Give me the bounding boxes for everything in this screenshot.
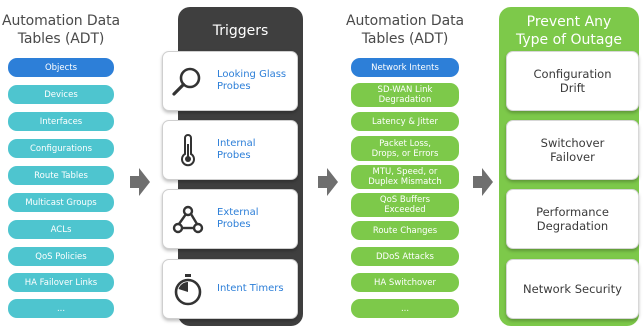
outage-title-line1: Prevent Any bbox=[526, 14, 612, 30]
pill-line1: Latency & Jitter bbox=[372, 116, 438, 127]
adt-left-item-devices[interactable]: Devices bbox=[8, 85, 114, 104]
pill-line1: Route Changes bbox=[372, 225, 438, 236]
flow-arrow-1 bbox=[130, 168, 150, 196]
adt-left-title: Automation Data Tables (ADT) bbox=[0, 12, 122, 48]
adt-left-item-qos-policies[interactable]: QoS Policies bbox=[8, 247, 114, 266]
outage-card-network-security[interactable]: Network Security bbox=[506, 259, 639, 319]
pill-line2: Exceeded bbox=[384, 205, 426, 215]
pill-line1: HA Switchover bbox=[374, 277, 436, 288]
trigger-card-internal[interactable]: Internal Probes bbox=[162, 120, 298, 180]
magnifying-glass-icon bbox=[172, 67, 201, 96]
adt-left-item-acls[interactable]: ACLs bbox=[8, 220, 114, 239]
pill-line1: MTU, Speed, or bbox=[372, 167, 438, 177]
outage-label-line1: Network Security bbox=[523, 282, 622, 296]
trigger-card-external[interactable]: External Probes bbox=[162, 189, 298, 249]
trigger-label-line1: External bbox=[217, 207, 259, 218]
adt-right-item-ha-switchover[interactable]: HA Switchover bbox=[351, 273, 459, 292]
trigger-label-line2: Probes bbox=[217, 81, 251, 92]
adt-right-item-network-intents[interactable]: Network Intents bbox=[351, 58, 459, 77]
outage-label-line1: Switchover bbox=[540, 136, 605, 150]
outage-label-line1: Configuration bbox=[533, 67, 612, 81]
adt-left-item-more[interactable]: ... bbox=[8, 299, 114, 318]
trigger-label-looking-glass: Looking Glass Probes bbox=[217, 52, 295, 110]
triggers-title: Triggers bbox=[212, 23, 269, 39]
adt-left-title-line1: Automation Data bbox=[2, 13, 120, 29]
webhook-icon bbox=[172, 205, 204, 234]
pill-line1: Packet Loss, bbox=[379, 138, 431, 149]
trigger-label-line1: Internal bbox=[217, 138, 256, 149]
outage-label-line2: Drift bbox=[559, 81, 586, 95]
outage-label-line2: Failover bbox=[550, 150, 595, 164]
adt-left-item-ha-failover-links[interactable]: HA Failover Links bbox=[8, 273, 114, 292]
outage-title-line2: Type of Outage bbox=[515, 32, 622, 48]
trigger-label-intent-timers: Intent Timers bbox=[217, 260, 295, 318]
adt-left-item-multicast-groups[interactable]: Multicast Groups bbox=[8, 193, 114, 212]
adt-right-item-route-changes[interactable]: Route Changes bbox=[351, 221, 459, 240]
adt-right-item-latency-jitter[interactable]: Latency & Jitter bbox=[351, 112, 459, 131]
pill-line1: Network Intents bbox=[371, 62, 439, 73]
thermometer-icon bbox=[181, 134, 195, 167]
trigger-label-line2: Probes bbox=[217, 150, 251, 161]
outage-label-line2: Degradation bbox=[536, 219, 609, 233]
pill-line1: ... bbox=[400, 303, 410, 314]
adt-right-title-line2: Tables (ADT) bbox=[361, 31, 449, 47]
pill-line2: Degradation bbox=[378, 95, 432, 105]
pill-line1: SD-WAN Link bbox=[377, 85, 433, 95]
adt-left-item-objects[interactable]: Objects bbox=[8, 58, 114, 77]
flow-arrow-2 bbox=[318, 168, 338, 196]
adt-left-item-route-tables[interactable]: Route Tables bbox=[8, 166, 114, 185]
adt-right-item-packet-loss[interactable]: Packet Loss,Drops, or Errors bbox=[351, 136, 459, 161]
trigger-label-line1: Intent Timers bbox=[217, 283, 284, 294]
adt-right-item-ddos-attacks[interactable]: DDoS Attacks bbox=[351, 247, 459, 266]
pill-line2: Drops, or Errors bbox=[371, 148, 439, 159]
outage-title: Prevent Any Type of Outage bbox=[499, 13, 639, 49]
trigger-card-looking-glass[interactable]: Looking Glass Probes bbox=[162, 51, 298, 111]
adt-right-item-more[interactable]: ... bbox=[351, 299, 459, 318]
pill-line1: DDoS Attacks bbox=[376, 251, 434, 262]
outage-label-line1: Performance bbox=[536, 205, 609, 219]
trigger-label-line2: Probes bbox=[217, 219, 251, 230]
trigger-label-external: External Probes bbox=[217, 190, 295, 248]
adt-right-title-line1: Automation Data bbox=[346, 13, 464, 29]
flow-arrow-3 bbox=[473, 168, 493, 196]
adt-left-item-configurations[interactable]: Configurations bbox=[8, 139, 114, 158]
adt-right-title: Automation Data Tables (ADT) bbox=[344, 12, 466, 48]
trigger-label-internal: Internal Probes bbox=[217, 121, 295, 179]
trigger-card-intent-timers[interactable]: Intent Timers bbox=[162, 259, 298, 319]
pill-line1: QoS Buffers bbox=[379, 195, 431, 205]
adt-left-item-interfaces[interactable]: Interfaces bbox=[8, 112, 114, 131]
pill-line2: Duplex Mismatch bbox=[368, 177, 442, 187]
adt-left-title-line2: Tables (ADT) bbox=[17, 31, 105, 47]
timer-icon bbox=[174, 274, 202, 306]
trigger-label-line1: Looking Glass bbox=[217, 69, 287, 80]
